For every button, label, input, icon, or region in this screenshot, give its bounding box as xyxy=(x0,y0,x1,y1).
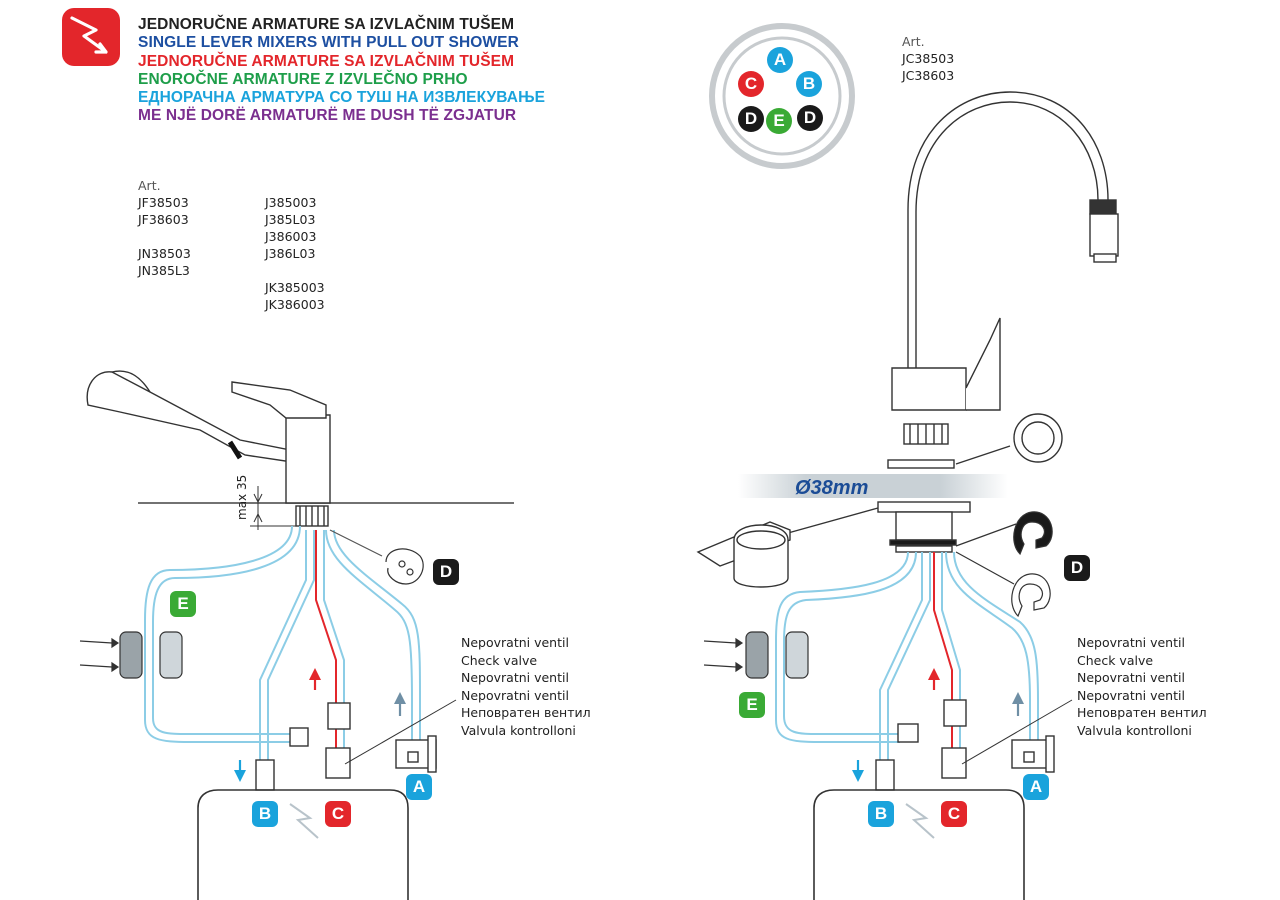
check-valve-pointer-left xyxy=(344,699,457,765)
right-mount-parts xyxy=(696,501,971,588)
right-mounting-screws xyxy=(703,631,809,679)
right-mixer xyxy=(887,91,1119,469)
title-line: ENOROČNE ARMATURE Z IZVLEČNO PRHO xyxy=(138,70,468,88)
article-label: Art. xyxy=(902,34,925,49)
badge-e-left: E xyxy=(170,591,196,617)
valve-label: Nepovratni ventil xyxy=(461,670,569,686)
lightning-icon xyxy=(70,16,108,54)
legend-e-badge: E xyxy=(766,108,792,134)
legend-b-badge: B xyxy=(796,71,822,97)
badge-b-left: B xyxy=(252,801,278,827)
title-line: JEDNORUČNE ARMATURE SA IZVLAČNIM TUŠEM xyxy=(138,16,515,33)
article-code: JN38503 xyxy=(138,246,191,261)
article-code: J386003 xyxy=(265,229,317,244)
legend-c-badge: C xyxy=(738,71,764,97)
article-label: Art. xyxy=(138,178,161,193)
article-code: J385003 xyxy=(265,195,317,210)
valve-label: Неповратен вентил xyxy=(1077,705,1207,721)
flow-arrows xyxy=(234,668,406,782)
countertop-plate xyxy=(738,474,1008,498)
diameter-label: Ø38mm xyxy=(795,477,869,499)
height-dimension xyxy=(250,486,296,530)
badge-d-left: D xyxy=(433,559,459,585)
valve-label: Nepovratni ventil xyxy=(1077,670,1185,686)
article-code: JF38603 xyxy=(138,212,189,227)
title-line: ME NJË DORË ARMATURË ME DUSH TË ZGJATUR xyxy=(138,107,517,125)
max-height-label: max 35 xyxy=(235,474,249,520)
left-hoses xyxy=(144,525,421,770)
valve-label: Check valve xyxy=(461,652,538,668)
article-code: J385L03 xyxy=(265,212,316,227)
multilingual-title: JEDNORUČNE ARMATURE SA IZVLAČNIM TUŠEM S… xyxy=(138,16,545,126)
legend-d-badge-left: D xyxy=(738,106,764,132)
right-boiler-outline xyxy=(813,789,1025,900)
article-code: JK385003 xyxy=(265,280,325,295)
title-line: ЕДНОРАЧНА АРМАТУРА СО ТУШ НА ИЗВЛЕКУВАЊЕ xyxy=(138,89,546,107)
check-valve-pointer-right xyxy=(961,699,1073,765)
title-line: SINGLE LEVER MIXERS WITH PULL OUT SHOWER xyxy=(138,34,519,52)
brand-logo xyxy=(62,8,120,66)
left-mixer xyxy=(86,370,514,527)
left-boiler-outline xyxy=(197,789,409,900)
badge-a-left: A xyxy=(406,774,432,800)
left-clip-d xyxy=(329,529,424,585)
left-boiler-lightning xyxy=(289,803,319,839)
valve-label: Nepovratni ventil xyxy=(461,687,569,703)
badge-d-right: D xyxy=(1064,555,1090,581)
parts-legend-ring xyxy=(709,23,855,169)
badge-e-right: E xyxy=(739,692,765,718)
right-boiler-lightning xyxy=(905,803,935,839)
valve-label: Неповратен вентил xyxy=(461,705,591,721)
article-code: J386L03 xyxy=(265,246,316,261)
article-code: JK386003 xyxy=(265,297,325,312)
title-line: JEDNORUČNE ARMATURE SA IZVLAČNIM TUŠEM xyxy=(138,52,515,70)
valve-label: Valvula kontrolloni xyxy=(1077,722,1192,738)
badge-a-right: A xyxy=(1023,774,1049,800)
valve-label: Nepovratni ventil xyxy=(1077,687,1185,703)
check-valve-legend-right: Nepovratni ventil Check valve Nepovratni… xyxy=(1077,634,1207,740)
right-fittings xyxy=(875,699,1055,791)
legend-d-badge-right: D xyxy=(797,105,823,131)
right-clip-d xyxy=(955,511,1053,618)
right-article-list: Art. JC38503 JC38603 xyxy=(902,33,954,84)
badge-b-right: B xyxy=(868,801,894,827)
right-flow-arrows xyxy=(852,668,1024,782)
o-ring-detail xyxy=(955,413,1063,465)
valve-label: Valvula kontrolloni xyxy=(461,722,576,738)
badge-c-left: C xyxy=(325,801,351,827)
left-article-list: Art. JF38503 JF38603 JN38503 JN385L3 xyxy=(138,177,191,279)
legend-a-badge: A xyxy=(767,47,793,73)
valve-label: Nepovratni ventil xyxy=(461,635,569,650)
left-mounting-screws xyxy=(79,631,183,679)
article-code: JF38503 xyxy=(138,195,189,210)
check-valve-legend-left: Nepovratni ventil Check valve Nepovratni… xyxy=(461,634,591,740)
left-article-list-col2: J385003 J385L03 J386003 J386L03 JK385003… xyxy=(265,194,325,313)
article-code: JC38503 xyxy=(902,51,955,66)
article-code: JC38603 xyxy=(902,68,955,83)
valve-label: Check valve xyxy=(1077,652,1154,668)
badge-c-right: C xyxy=(941,801,967,827)
left-fittings xyxy=(255,702,437,791)
article-code: JN385L3 xyxy=(138,263,190,278)
valve-label: Nepovratni ventil xyxy=(1077,635,1185,650)
